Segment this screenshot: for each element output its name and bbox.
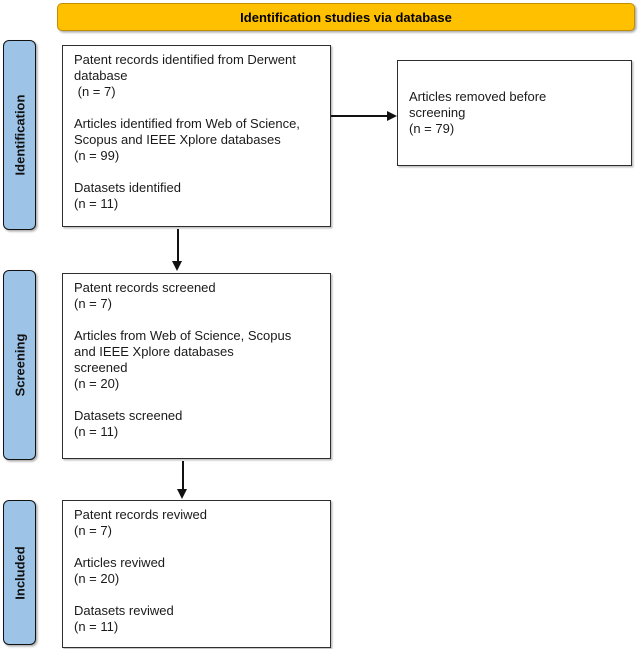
stage-label-identification-text: Identification xyxy=(12,94,27,176)
stage-label-screening: Screening xyxy=(3,270,36,460)
arrow-down-identified-to-screened-shaft xyxy=(177,229,179,262)
box-records-reviewed-text: Patent records reviwed (n = 7) Articles … xyxy=(74,507,207,634)
stage-label-screening-text: Screening xyxy=(12,333,27,397)
title-banner-label: Identification studies via database xyxy=(240,9,452,25)
box-articles-removed: Articles removed before screening (n = 7… xyxy=(397,60,632,166)
stage-label-included-text: Included xyxy=(12,545,27,600)
arrow-down-identified-to-screened-head xyxy=(172,261,182,271)
title-banner: Identification studies via database xyxy=(57,3,635,31)
stage-label-identification: Identification xyxy=(3,40,36,230)
arrow-down-screened-to-reviewed-shaft xyxy=(182,461,184,490)
box-records-identified-text: Patent records identified from Derwent d… xyxy=(74,52,300,211)
box-records-screened-text: Patent records screened (n = 7) Articles… xyxy=(74,280,292,439)
stage-label-included: Included xyxy=(3,500,36,645)
box-records-screened: Patent records screened (n = 7) Articles… xyxy=(62,273,331,459)
box-records-identified: Patent records identified from Derwent d… xyxy=(62,45,331,227)
box-records-reviewed: Patent records reviwed (n = 7) Articles … xyxy=(62,500,331,648)
box-articles-removed-text: Articles removed before screening (n = 7… xyxy=(409,89,547,136)
arrow-right-identified-to-removed-head xyxy=(387,111,397,121)
arrow-right-identified-to-removed-shaft xyxy=(331,115,388,117)
arrow-down-screened-to-reviewed-head xyxy=(177,489,187,499)
